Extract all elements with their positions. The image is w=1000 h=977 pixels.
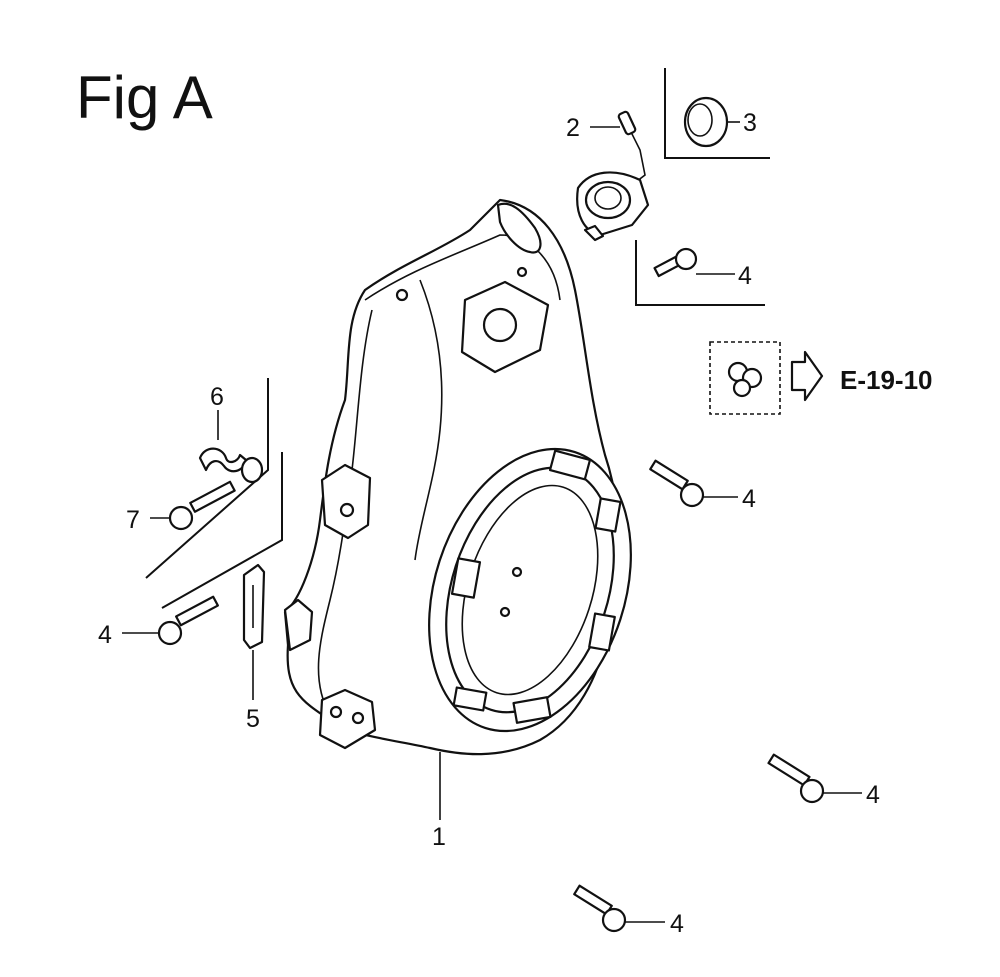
callout-4c: 4 <box>866 781 880 809</box>
bolt-part <box>635 240 765 306</box>
switch-part <box>576 110 650 242</box>
reference-code: E-19-10 <box>840 365 933 395</box>
callout-2: 2 <box>566 114 580 142</box>
bolt-part <box>573 884 627 933</box>
callout-4f: 4 <box>738 262 752 290</box>
plate-part <box>242 563 266 650</box>
bolt-part <box>168 480 236 531</box>
arrow-right-icon <box>790 350 824 402</box>
figure-title: Fig A <box>76 64 213 131</box>
cap-part <box>664 68 770 159</box>
callout-7: 7 <box>126 506 140 534</box>
group-bracket <box>145 378 269 579</box>
group-bracket <box>161 452 283 609</box>
clip-part <box>198 447 264 484</box>
callout-1: 1 <box>432 823 446 851</box>
callout-6: 6 <box>210 383 224 411</box>
callout-5: 5 <box>246 705 260 733</box>
callout-4e: 4 <box>98 621 112 649</box>
bolt-part <box>767 753 825 804</box>
callout-4d: 4 <box>670 910 684 938</box>
bolt-part <box>649 459 705 508</box>
callout-3: 3 <box>743 109 757 137</box>
reference-box <box>709 341 824 415</box>
callout-4a: 4 <box>738 262 752 290</box>
callout-4b: 4 <box>742 485 756 513</box>
fan-cover-part <box>283 198 632 756</box>
